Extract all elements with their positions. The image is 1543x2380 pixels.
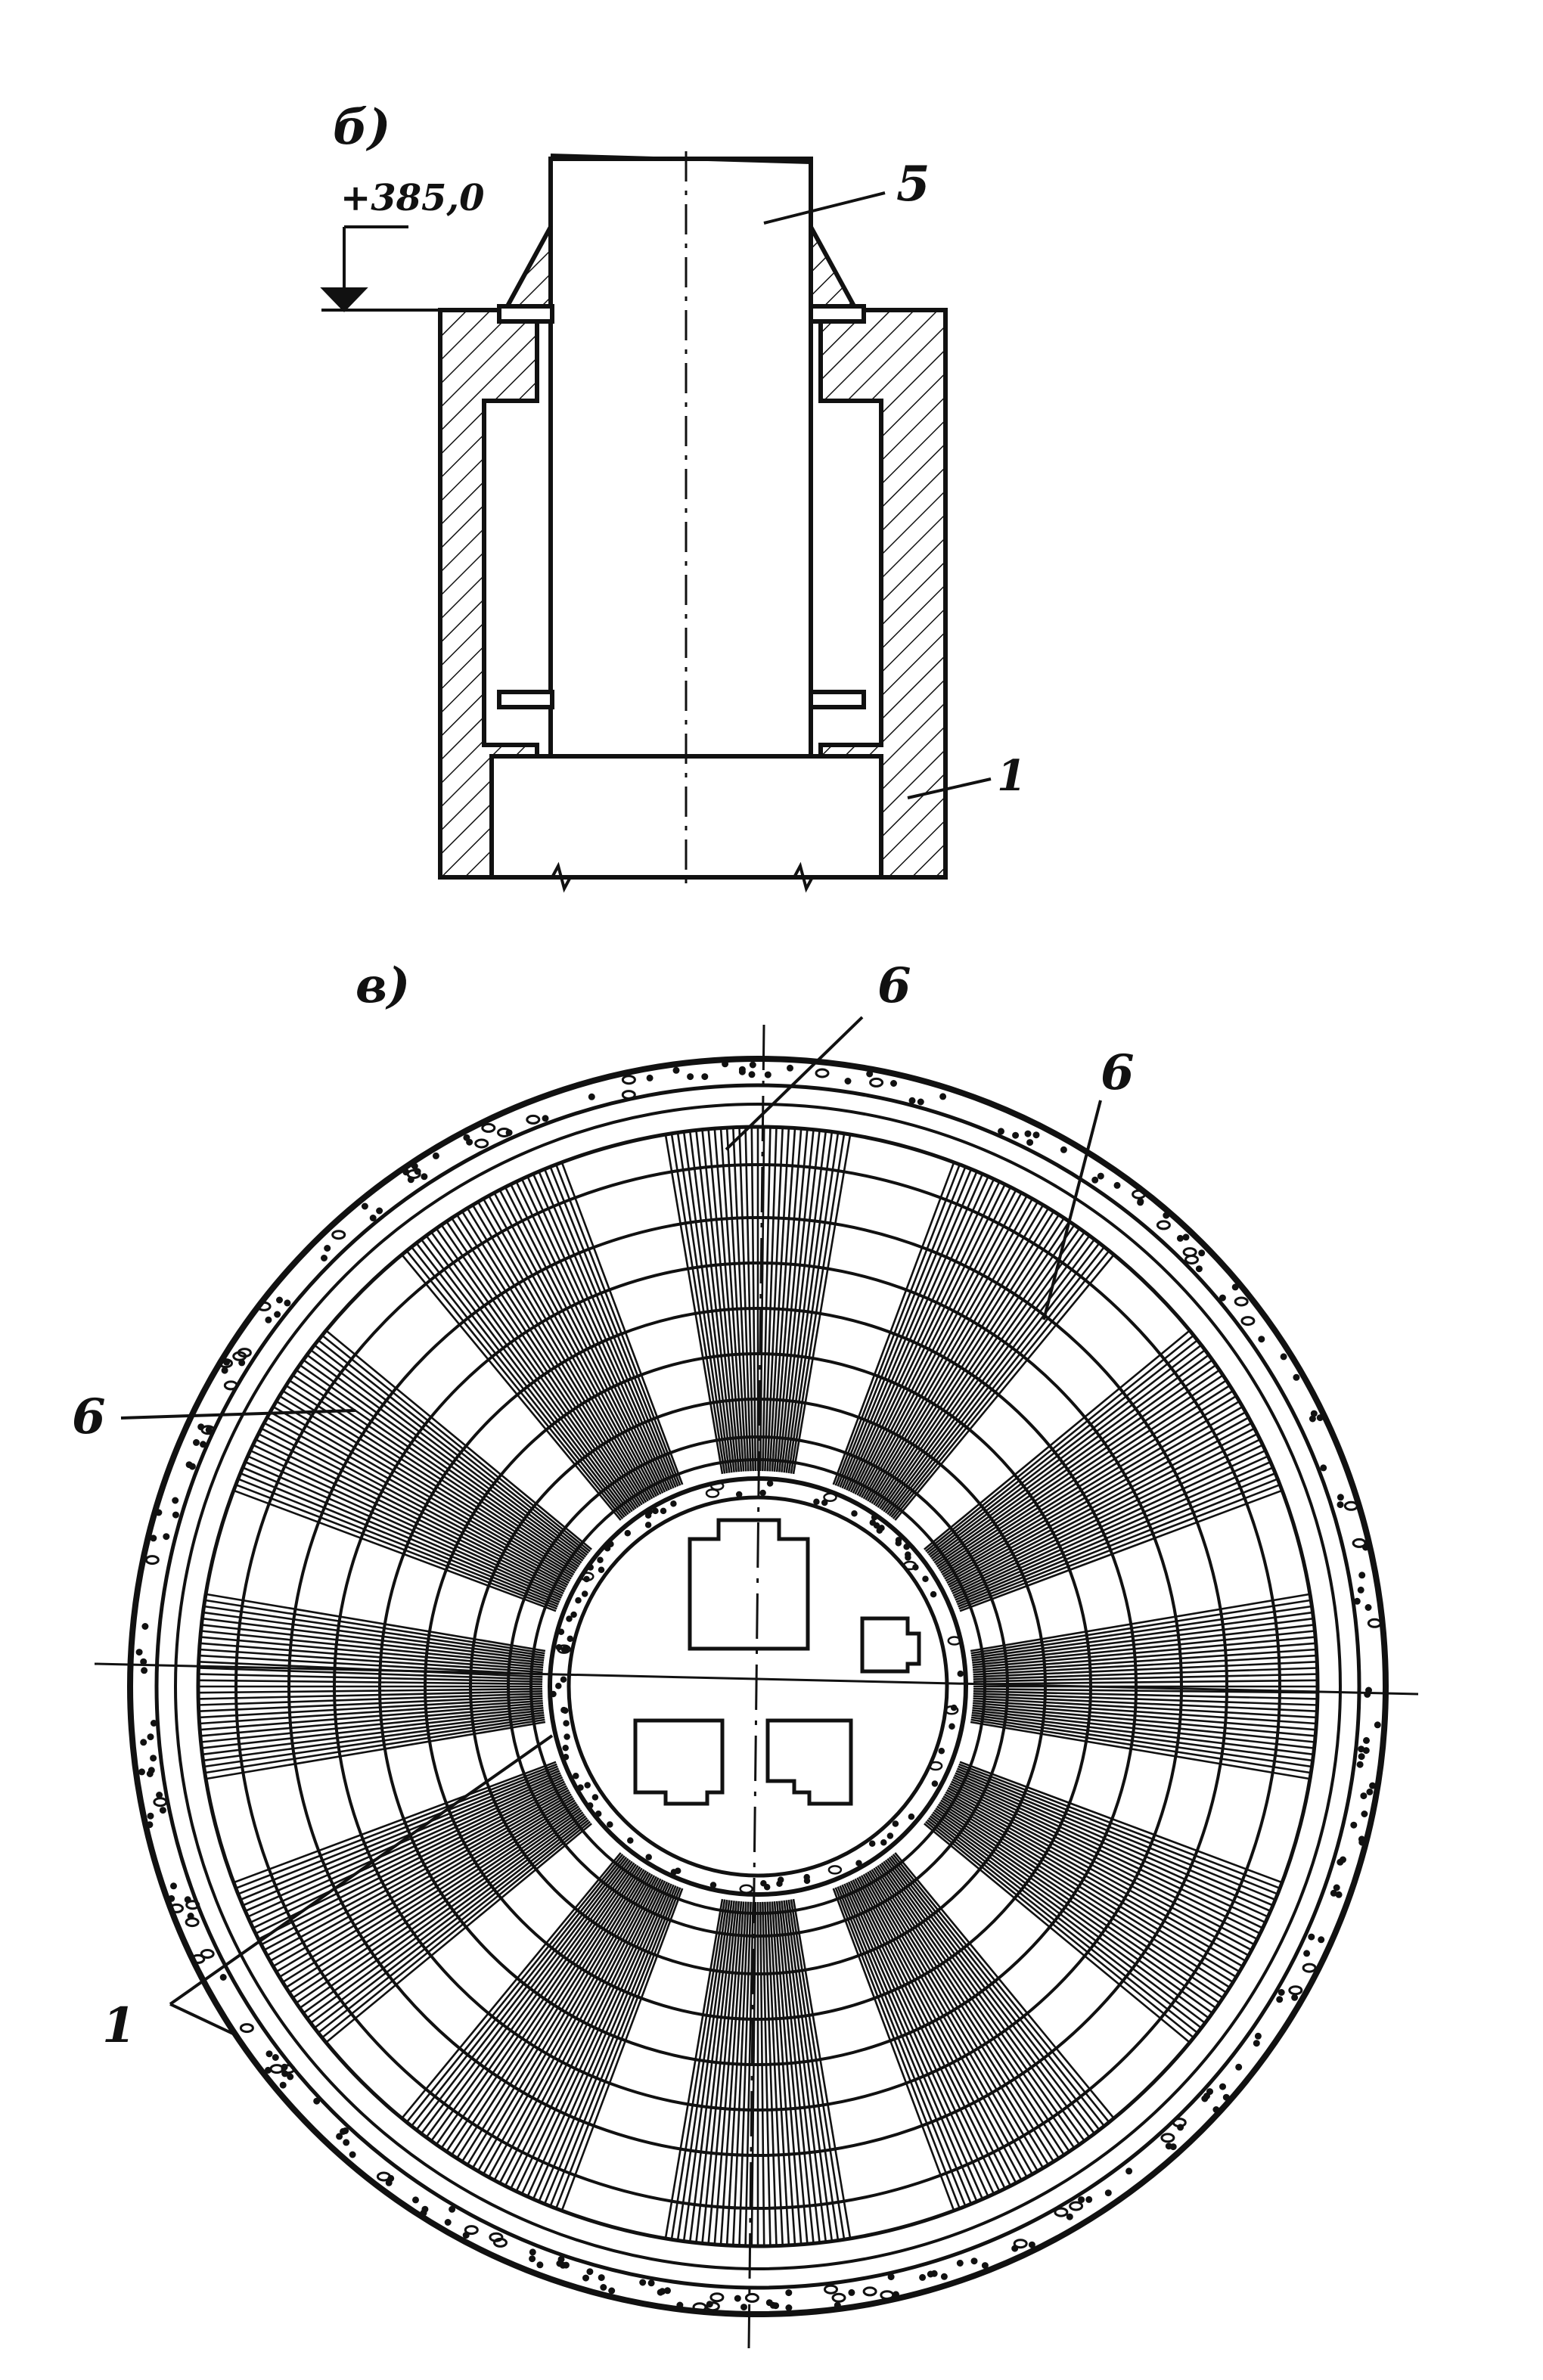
winding-sector-4 (970, 1593, 1318, 1780)
winding-sector-6 (832, 1852, 1115, 2211)
winding-sector-5 (924, 1761, 1283, 2043)
shaft-callout: 5 (896, 156, 930, 213)
leader-6-upper-right (1042, 1100, 1102, 1320)
gap-ring (174, 1103, 1342, 2270)
winding-sector-2 (832, 1162, 1115, 1521)
callout-1-lower-left: 1 (102, 1997, 136, 2054)
outer-ring-outer (127, 1056, 1389, 2317)
core-opening-right (860, 1616, 921, 1674)
upper-left-plate (497, 304, 554, 324)
vertical-axis (747, 1024, 765, 2349)
outer-ring-aggregate (135, 1060, 1382, 2313)
break-line (440, 861, 945, 893)
upper-right-plate (809, 304, 866, 324)
winding-ring-2 (287, 1216, 1228, 2157)
winding-sector-9 (233, 1761, 592, 2043)
shaft-leader (763, 191, 886, 225)
shaft (548, 154, 813, 759)
outer-ring-inner (154, 1083, 1361, 2290)
winding-rings (234, 1163, 1281, 2210)
core-opening-top (688, 1518, 810, 1651)
winding-sector-7 (664, 1898, 852, 2246)
core-opening-bottom-left (633, 1718, 725, 1806)
elevation-mark (320, 225, 440, 312)
casing-callout: 1 (997, 751, 1026, 801)
winding-sectors (198, 1127, 1318, 2246)
section-b-drawing (320, 151, 992, 893)
casing-leader (907, 777, 992, 799)
winding-ring-3 (333, 1261, 1183, 2112)
upper-right-support (809, 225, 861, 312)
section-c-label: в) (355, 957, 410, 1014)
callout-6-left: 6 (72, 1389, 106, 1445)
core-opening-bottom-right (765, 1718, 853, 1806)
leader-1-b (169, 2003, 235, 2036)
winding-sector-8 (401, 1852, 684, 2211)
callout-6-upper-right: 6 (1101, 1044, 1135, 1101)
winding-ring-1 (234, 1163, 1281, 2210)
section-b-label: б) (333, 99, 391, 156)
leader-6-top (725, 1016, 864, 1151)
upper-left-support (501, 225, 553, 312)
core-ring-aggregate (550, 1480, 964, 1894)
lower-right-plate (809, 690, 866, 709)
winding-sector-1 (664, 1127, 852, 1475)
lower-left-plate (497, 690, 554, 709)
winding-sector-10 (198, 1593, 546, 1780)
elevation-value: +385,0 (340, 177, 485, 219)
winding-ring-7 (507, 1435, 1009, 1938)
winding-sector-3 (924, 1330, 1283, 1612)
section-c-drawing (94, 1016, 1419, 2349)
callout-6-top: 6 (877, 957, 911, 1014)
winding-sector-11 (233, 1330, 592, 1612)
winding-sector-12 (401, 1162, 684, 1521)
leader-1-a (169, 1734, 554, 2006)
core-ring-inner (567, 1495, 949, 1878)
leader-6-left (120, 1409, 356, 1420)
